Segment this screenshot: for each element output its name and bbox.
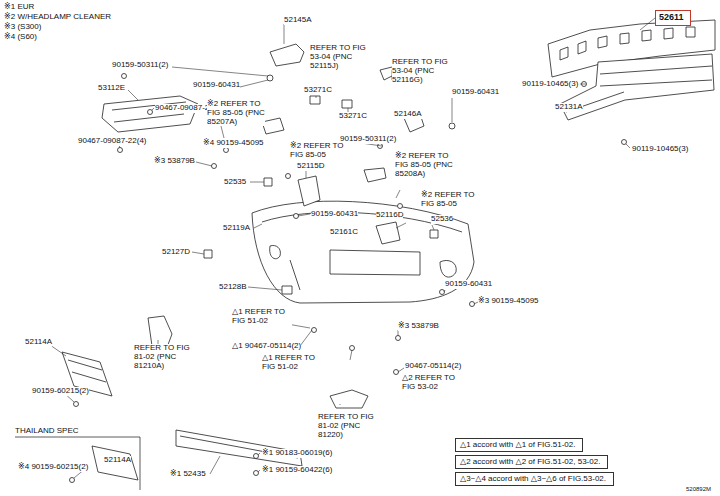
part-label: 52127D [162,248,190,257]
part-label: 90119-10465(3) [632,145,688,154]
part-label: ※1 52435 [170,470,206,479]
lamp-bezel [330,390,368,408]
part-number-box: 52611 [655,10,691,26]
part-label: 52161C [330,228,358,237]
part-label: ※1 EUR [4,3,34,12]
reinforcement-ribs [566,66,712,112]
part-label: 52535 [224,178,246,187]
side-bracket [376,222,400,244]
part-label: ※4 90159-60215(2) [18,463,88,472]
part-label: ※1 90159-60422(6) [262,466,332,475]
part-label: ※3 53879B [398,322,439,331]
part-label: 52116D [376,211,403,220]
part-label: 52128B [219,283,247,292]
part-label: △1 REFER TO FIG 51-02 [232,308,292,326]
retainer [264,178,272,186]
part-label: ※2 REFER TO FIG 85-05 (PNC 85207A) [207,100,265,126]
part-label: 90119-10465(3) [522,80,578,89]
part-label: ※3 (S300) [4,23,41,32]
note-box: △1 accord with △1 of FIG.51-02. [455,438,583,452]
part-label: 90159-60215(2) [32,387,89,396]
part-label: 52119A [223,224,250,233]
cap [204,250,212,258]
part-label: 53271C [339,112,367,121]
part-label: 52131A [555,103,583,112]
bracket-ribs [68,360,106,382]
retainer [430,230,438,238]
part-label: 90159-60431 [445,280,492,289]
part-label: THAILAND SPEC [15,427,79,436]
license-bracket [92,446,138,480]
clip [342,100,352,108]
part-label: ※2 REFER TO FIG 85-05 [421,191,475,209]
note-box: △2 accord with △2 of FIG.51-02, 53-02. [455,455,608,469]
part-label: 90467-05114(2) [405,362,461,371]
part-label: REFER TO FIG 53-04 (PNC 52115J) [310,44,366,70]
bracket [270,44,304,66]
part-label: ※2 REFER TO FIG 85-05 [290,142,344,160]
part-label: 52115D [297,162,324,171]
part-label: ※1 90183-06019(6) [262,449,332,458]
part-label: ※3 90159-45095 [478,297,539,306]
part-label: 52114A [104,456,131,465]
part-label: 52146A [394,110,422,119]
part-number: 52611 [659,12,684,23]
bumper-reinforcement [560,54,714,120]
cap [282,286,292,294]
part-label: REFER TO FIG 53-04 (PNC 52116G) [392,58,448,84]
part-label: 52145A [284,16,312,25]
part-label: 90159-60431 [311,210,358,219]
part-label: △1 REFER TO FIG 51-02 [262,354,322,372]
part-label: ※4 (S60) [4,33,37,42]
absorber-cutouts [560,27,695,60]
bolt [70,74,627,483]
splash-shield [102,96,198,132]
part-label: ※2 REFER TO FIG 85-05 (PNC 85208A) [395,152,453,178]
spec-bracket [15,437,140,490]
part-label: 90467-09087-22(4) [78,137,147,146]
part-label: 52536 [431,215,453,224]
part-label: △1 90467-05114(2) [232,342,301,351]
part-label: 90159-60431 [452,88,499,97]
part-label: ※4 90159-45095 [203,139,264,148]
cover-details [262,212,462,290]
part-label: 520892M [686,486,711,493]
under-cover [176,430,302,466]
part-label: 90159-60431 [193,81,240,90]
part-label: REFER TO FIG 81-02 (PNC 81210A) [134,344,192,370]
side-bracket [298,176,320,206]
leader-lines [50,18,655,478]
note-text: △2 accord with △2 of FIG.51-02, 53-02. [460,457,600,467]
part-label: 90159-50311(2) [112,61,168,70]
part-label: 52114A [25,338,52,347]
clip [310,96,320,104]
note-text: △3~△4 accord with △3~△6 of FIG.53-02. [460,474,606,484]
note-box: △3~△4 accord with △3~△6 of FIG.53-02. [455,472,614,486]
part-label: REFER TO FIG 81-02 (PNC 81220) [318,413,376,439]
part-label: 90159-50311(2) [340,135,396,144]
bumper-cover [252,201,474,303]
part-label: ※2 W/HEADLAMP CLEANER [4,13,111,22]
part-label: 53271C [304,86,332,95]
part-label: 53112E [98,84,125,93]
clip [364,168,386,182]
note-text: △1 accord with △1 of FIG.51-02. [460,440,575,450]
clip [262,118,284,134]
part-label: ※3 53879B [154,157,195,166]
part-label: △2 REFER TO FIG 53-02 [402,374,462,392]
